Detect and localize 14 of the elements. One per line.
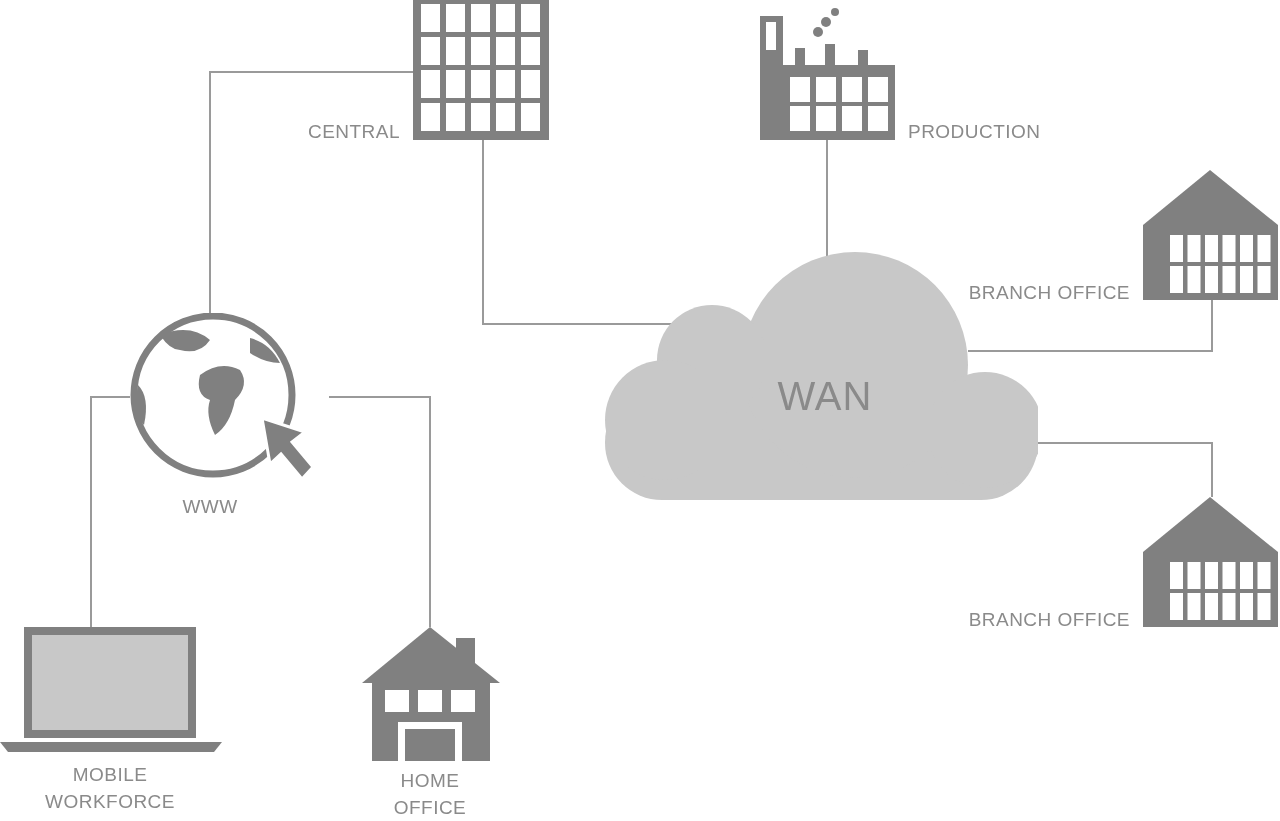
cloud-label: WAN bbox=[776, 373, 874, 420]
connector-line bbox=[1037, 442, 1213, 498]
node-label: BRANCH OFFICE bbox=[967, 607, 1130, 632]
node-label: BRANCH OFFICE bbox=[967, 280, 1130, 305]
node-label: WWW bbox=[181, 494, 239, 519]
node-label: CENTRAL bbox=[307, 119, 400, 144]
connector-line bbox=[967, 299, 1213, 352]
connector-line bbox=[209, 71, 414, 314]
connector-line bbox=[90, 396, 131, 628]
node-label: HOME OFFICE bbox=[392, 769, 468, 820]
connector-line bbox=[328, 396, 431, 628]
node-label: MOBILE WORKFORCE bbox=[44, 763, 176, 814]
node-label: PRODUCTION bbox=[908, 119, 1042, 144]
connector-line bbox=[826, 139, 828, 257]
